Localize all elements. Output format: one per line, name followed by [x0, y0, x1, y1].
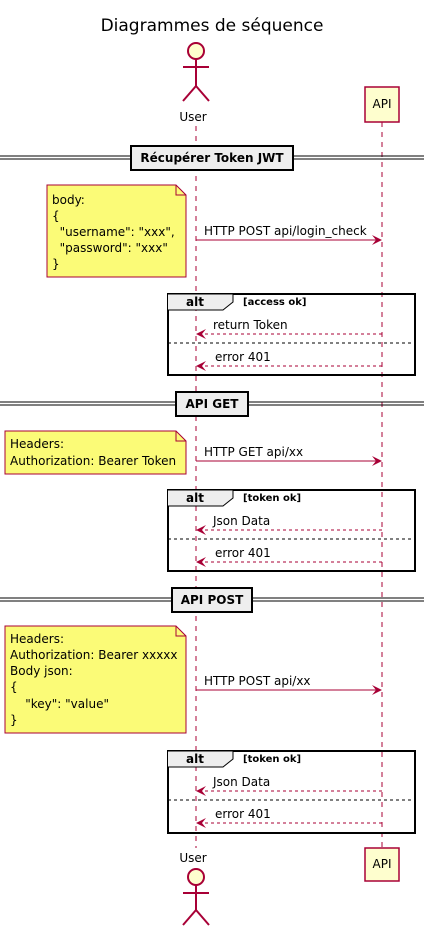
alt-frame: alt [token ok] Json Data error 401 [167, 750, 416, 834]
request-message: HTTP POST api/login_check [196, 224, 382, 245]
note-line: } [52, 257, 60, 271]
alt-frame: alt [token ok] Json Data error 401 [167, 489, 416, 572]
note-line: Authorization: Bearer Token [10, 454, 176, 468]
actor-head-icon [187, 868, 205, 886]
note-line: "key": "value" [10, 697, 109, 711]
reply-label: Json Data [212, 514, 270, 528]
section-label: API POST [181, 593, 244, 607]
message-label: HTTP GET api/xx [204, 445, 303, 459]
note: Headers: Authorization: Bearer Token [4, 430, 187, 475]
note-line: { [10, 680, 18, 694]
message-label: HTTP POST api/login_check [204, 224, 367, 238]
reply-label: error 401 [215, 546, 271, 560]
note: body: { "username": "xxx", "password": "… [46, 184, 187, 278]
section-label: API GET [186, 397, 240, 411]
alt-condition: [token ok] [243, 754, 301, 765]
user-label-top: User [179, 110, 206, 124]
alt-frame: alt [access ok] return Token error 401 [167, 293, 416, 376]
alt-keyword: alt [186, 295, 204, 309]
reply-label: return Token [213, 318, 288, 332]
reply-label: Json Data [212, 775, 270, 789]
request-message: HTTP POST api/xx [196, 674, 382, 695]
message-label: HTTP POST api/xx [204, 674, 311, 688]
user-label-bottom: User [179, 851, 206, 865]
note-line: Headers: [10, 437, 64, 451]
reply-label: error 401 [215, 350, 271, 364]
alt-condition: [token ok] [243, 493, 301, 504]
api-label-top: API [373, 97, 392, 111]
note-line: } [10, 713, 18, 727]
section-divider: API GET [0, 391, 424, 417]
alt-condition: [access ok] [243, 297, 306, 308]
diagram-title: Diagrammes de séquence [101, 16, 324, 36]
actor-head-icon [187, 42, 205, 60]
note-line: { [52, 209, 60, 223]
note-line: Headers: [10, 632, 64, 646]
note-line: Body json: [10, 664, 73, 678]
api-participant-top: API [364, 86, 400, 123]
section-divider: Récupérer Token JWT [0, 145, 424, 171]
note: Headers: Authorization: Bearer xxxxx Bod… [4, 625, 187, 734]
section-divider: API POST [0, 587, 424, 613]
api-label-bottom: API [373, 857, 392, 871]
reply-label: error 401 [215, 807, 271, 821]
api-participant-bottom: API [364, 847, 400, 882]
alt-keyword: alt [186, 491, 204, 505]
request-message: HTTP GET api/xx [196, 445, 382, 466]
note-line: "username": "xxx", [52, 225, 175, 239]
user-actor-bottom: User [179, 851, 210, 926]
note-line: "password": "xxx" [52, 241, 168, 255]
note-line: body: [52, 193, 85, 207]
note-line: Authorization: Bearer xxxxx [10, 648, 178, 662]
user-actor-top: User [179, 42, 210, 124]
alt-keyword: alt [186, 752, 204, 766]
section-label: Récupérer Token JWT [140, 151, 284, 165]
